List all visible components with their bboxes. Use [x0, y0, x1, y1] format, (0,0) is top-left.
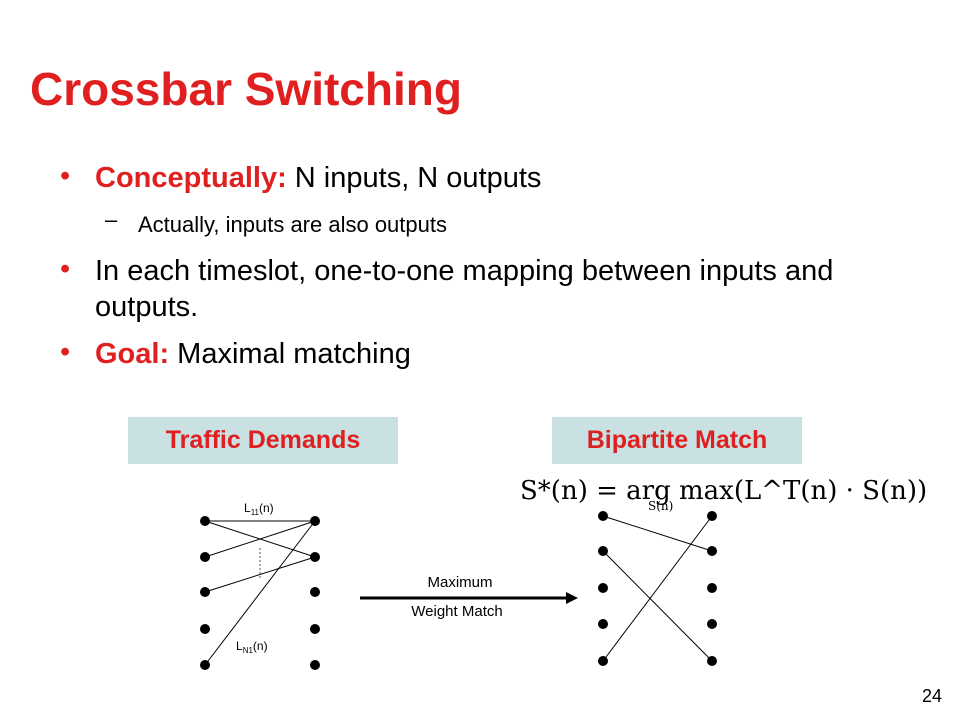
left-input-node	[200, 624, 210, 634]
bullet-1-bold: Conceptually:	[95, 162, 287, 194]
right-output-node	[707, 511, 717, 521]
edge-2-1	[204, 520, 316, 558]
right-output-node	[707, 583, 717, 593]
page-number: 24	[921, 686, 942, 706]
match-edge-2	[602, 550, 713, 662]
right-input-node	[598, 511, 608, 521]
edge-label-ln1: LN1(n)	[236, 639, 268, 655]
right-input-node	[598, 546, 608, 556]
traffic-demands-label: Traffic Demands	[128, 417, 398, 464]
right-input-node	[598, 619, 608, 629]
left-input-node	[200, 552, 210, 562]
bullet-1-text: N inputs, N outputs	[286, 162, 542, 194]
match-edge-1	[602, 515, 713, 552]
left-output-node	[310, 660, 320, 670]
arrow-label-1: Maximum	[427, 574, 492, 591]
bullet-2: In each timeslot, one-to-one mapping bet…	[95, 255, 834, 323]
bullet-dot-3: •	[60, 336, 71, 368]
sub-bullet-dash: –	[105, 207, 118, 232]
left-output-node	[310, 516, 320, 526]
left-output-node	[310, 587, 320, 597]
bullet-1: Conceptually: N inputs, N outputs	[95, 160, 541, 196]
edge-5-1	[204, 520, 316, 666]
right-input-node	[598, 656, 608, 666]
edge-3-2	[204, 556, 316, 593]
slide-title: Crossbar Switching	[30, 63, 462, 115]
left-input-node	[200, 516, 210, 526]
bullet-dot-1: •	[60, 160, 71, 192]
right-output-node	[707, 619, 717, 629]
left-input-node	[200, 660, 210, 670]
left-input-node	[200, 587, 210, 597]
right-input-node	[598, 583, 608, 593]
bullet-3: Goal: Maximal matching	[95, 336, 411, 372]
bullet-dot-2: •	[60, 253, 71, 285]
edge-label-l11: L11(n)	[244, 501, 274, 517]
right-output-node	[707, 656, 717, 666]
left-output-node	[310, 624, 320, 634]
match-edge-3	[602, 515, 713, 662]
formula-subscript: S(n)	[648, 499, 673, 513]
left-output-node	[310, 552, 320, 562]
bipartite-match-label: Bipartite Match	[552, 417, 802, 464]
bullet-3-text: Maximal matching	[169, 338, 411, 370]
arrow-label-2: Weight Match	[411, 603, 502, 620]
bullet-3-bold: Goal:	[95, 338, 170, 370]
arrow-head	[566, 592, 578, 604]
formula: S*(n) = arg max(L^T(n) · S(n))	[520, 476, 927, 506]
right-output-node	[707, 546, 717, 556]
sub-bullet-1: Actually, inputs are also outputs	[138, 212, 447, 237]
